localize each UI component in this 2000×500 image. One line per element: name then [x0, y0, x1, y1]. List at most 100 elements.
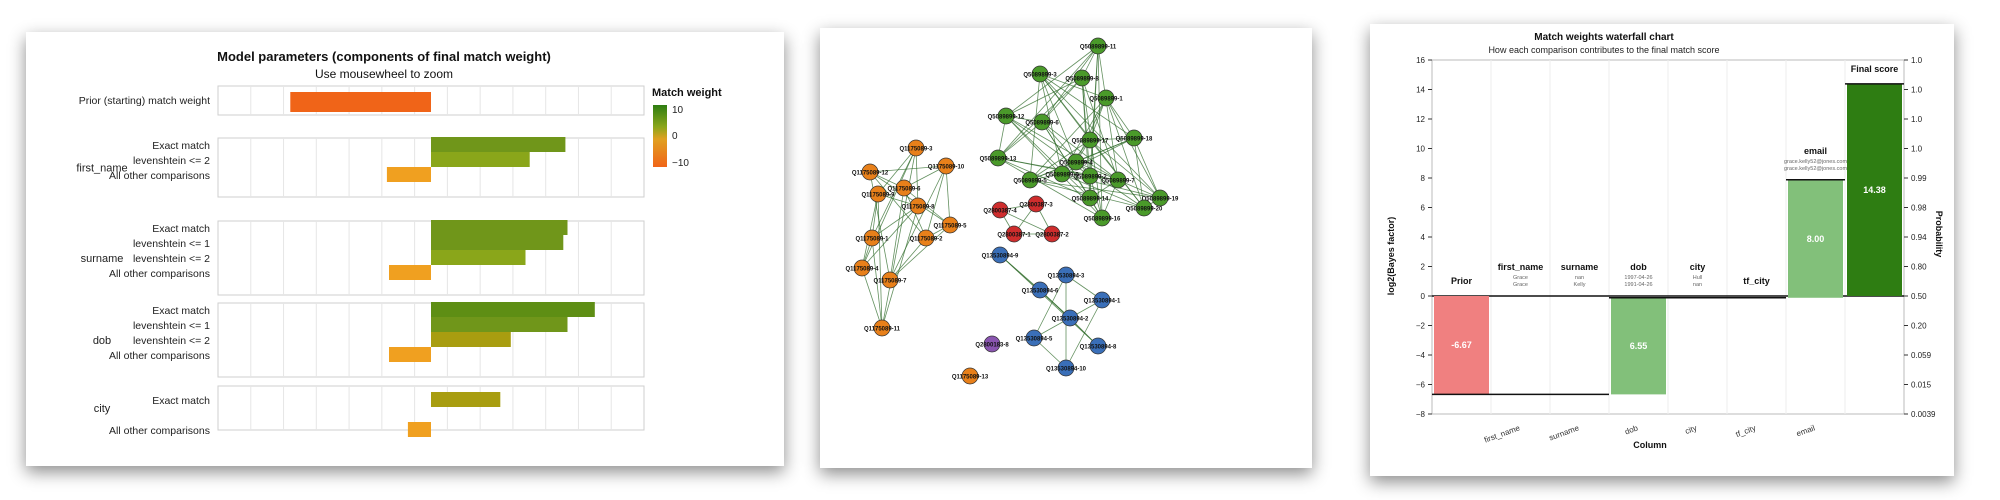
graph-edge: [945, 165, 951, 226]
bar-sub-label: Kelly: [1574, 282, 1586, 288]
graph-node: [997, 107, 1015, 125]
graph-node-label: Q13530894-9: [982, 254, 1019, 260]
bar-value-label: 14.38: [1863, 185, 1886, 195]
bar-label: dob: [1630, 262, 1647, 272]
graph-node: [983, 335, 1001, 353]
y-tick-label: 16: [1416, 56, 1425, 65]
graph-edge: [1039, 73, 1077, 163]
row-label: Exact match: [152, 305, 210, 317]
graph-node: [937, 157, 955, 175]
legend-tick-max: 10: [672, 105, 684, 116]
prob-tick-label: 1.0: [1911, 115, 1923, 124]
graph-node: [861, 163, 879, 181]
bar-sub-label: nan: [1575, 275, 1584, 281]
graph-node: [909, 197, 927, 215]
graph-node-label: Q13530894-8: [1080, 345, 1117, 351]
graph-node: [1081, 131, 1099, 149]
graph-edge: [925, 165, 947, 239]
graph-node-label: Q2800387-2: [1035, 233, 1069, 239]
row-label: levenshtein <= 2: [133, 253, 210, 265]
bar-sub-label: 1997-04-26: [1624, 275, 1652, 281]
graph-edge: [1081, 77, 1119, 181]
match-weight-bar: [431, 392, 501, 407]
match-weight-bar: [431, 220, 568, 235]
graph-node: [991, 201, 1009, 219]
graph-edge: [1029, 73, 1041, 181]
graph-edge: [1029, 179, 1161, 199]
match-weight-bar: [290, 92, 431, 112]
cluster-graph[interactable]: Q1175089-12Q1175089-3Q1175089-10Q1175089…: [820, 28, 1312, 468]
graph-nodes: Q1175089-12Q1175089-3Q1175089-10Q1175089…: [845, 37, 1179, 385]
match-weight-bar: [431, 250, 526, 265]
graph-edge: [1105, 97, 1145, 209]
prob-tick-label: 0.98: [1911, 204, 1927, 213]
graph-edge: [1005, 45, 1099, 117]
graph-edge: [999, 209, 1053, 235]
graph-node-label: Q13530894-5: [1016, 337, 1053, 343]
bar-value-label: -6.67: [1451, 340, 1472, 350]
bar-label: Final score: [1851, 64, 1899, 74]
graph-node: [1125, 129, 1143, 147]
y-tick-label: −2: [1416, 322, 1426, 331]
graph-node-label: Q13530894-3: [1048, 274, 1085, 280]
match-weight-bar: [386, 167, 431, 182]
y-tick-label: 6: [1421, 204, 1426, 213]
y-tick-label: 0: [1421, 292, 1426, 301]
graph-edge: [1089, 139, 1161, 199]
graph-node: [853, 259, 871, 277]
graph-node: [1057, 359, 1075, 377]
graph-node: [1031, 65, 1049, 83]
graph-node: [1081, 167, 1099, 185]
graph-edge: [869, 171, 927, 239]
match-weight-bar: [389, 265, 431, 280]
graph-node-label: Q5089899-12: [988, 115, 1025, 121]
graph-edge: [1005, 115, 1119, 181]
x-tick-label: dob: [1624, 423, 1640, 436]
waterfall-chart[interactable]: Match weights waterfall chart How each c…: [1370, 24, 1954, 476]
graph-node: [1093, 291, 1111, 309]
graph-node: [1005, 225, 1023, 243]
row-label: All other comparisons: [109, 170, 210, 182]
graph-edge: [1039, 73, 1063, 175]
bar-sub-label: Grace: [1513, 282, 1528, 288]
bar-label: surname: [1561, 262, 1599, 272]
model-parameters-chart[interactable]: Model parameters (components of final ma…: [26, 32, 784, 466]
model-parameters-bars: Prior (starting) match weightfirst_nameE…: [76, 85, 645, 437]
graph-edge: [889, 187, 905, 281]
graph-edge: [889, 224, 951, 281]
graph-node: [1043, 225, 1061, 243]
facet-box: [217, 85, 645, 116]
graph-node: [1093, 209, 1111, 227]
match-weight-bar: [407, 422, 431, 437]
match-weight-bar: [431, 137, 566, 152]
graph-node: [869, 185, 887, 203]
legend-tick-min: −10: [672, 158, 689, 169]
graph-node-label: Q2800387-1: [997, 233, 1031, 239]
graph-node: [1027, 195, 1045, 213]
graph-node: [1067, 153, 1085, 171]
graph-node: [907, 139, 925, 157]
row-label: Prior (starting) match weight: [79, 95, 210, 107]
graph-node: [961, 367, 979, 385]
graph-node: [1089, 337, 1107, 355]
x-tick-label: surname: [1548, 423, 1581, 442]
model-parameters-panel: Model parameters (components of final ma…: [26, 32, 784, 466]
graph-edge: [1061, 173, 1145, 209]
waterfall-bar: [1611, 297, 1666, 395]
prob-tick-label: 1.0: [1911, 86, 1923, 95]
waterfall-panel: Match weights waterfall chart How each c…: [1370, 24, 1954, 476]
graph-edge: [889, 237, 927, 281]
row-label: Exact match: [152, 223, 210, 235]
graph-edge: [1133, 137, 1145, 209]
prob-tick-label: 0.50: [1911, 292, 1927, 301]
match-weight-bar: [389, 347, 431, 362]
graph-node: [1061, 309, 1079, 327]
graph-node: [1021, 171, 1039, 189]
bar-label: Prior: [1451, 276, 1473, 286]
graph-node-label: Q1175089-2: [909, 237, 943, 243]
graph-node-label: Q5089899-20: [1126, 207, 1163, 213]
legend-tick-zero: 0: [672, 131, 678, 142]
graph-node-label: Q5089899-17: [1072, 139, 1109, 145]
model-parameters-subtitle: Use mousewheel to zoom: [315, 67, 453, 81]
